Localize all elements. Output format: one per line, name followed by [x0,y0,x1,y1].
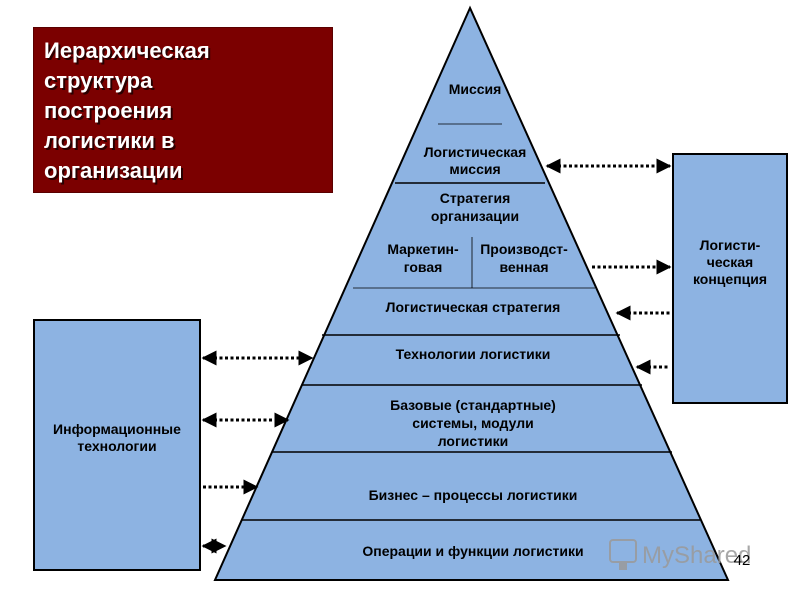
level-production-line2: венная [499,259,548,275]
information-technologies-box: Информационные технологии [33,319,201,571]
level-production-line1: Производст- [480,241,568,257]
level-marketing-line2: говая [404,259,443,275]
level-technologies: Технологии логистики [396,346,551,362]
level-org-strategy-line2: организации [431,208,519,224]
level-business-processes: Бизнес – процессы логистики [369,487,578,503]
level-dividers [242,123,700,521]
title-text: Иерархическая структура построения логис… [44,38,210,183]
level-logistic-mission-line2: миссия [449,161,500,177]
level-org-strategy-line1: Стратегия [440,190,511,206]
level-mission: Миссия [449,81,502,97]
watermark-text: MyShared [642,542,751,569]
level-logistic-strategy: Логистическая стратегия [386,299,561,315]
level-base-systems-line3: логистики [438,433,509,449]
level-base-systems-line1: Базовые (стандартные) [390,397,556,413]
watermark-icon-stand [619,562,627,570]
title-box: Иерархическая структура построения логис… [33,27,333,193]
level-marketing-line1: Маркетин- [387,241,459,257]
level-operations: Операции и функции логистики [362,543,583,559]
level-base-systems-line2: системы, модули [412,415,533,431]
page-number: 42 [734,552,751,569]
logistic-concept-label: Логисти- ческая концепция [692,237,768,287]
information-technologies-label: Информационные технологии [53,421,181,454]
watermark: MyShared [609,539,751,570]
pyramid-shape [213,5,730,581]
level-logistic-mission-line1: Логистическая [424,144,527,160]
logistic-concept-box: Логисти- ческая концепция [672,153,788,404]
